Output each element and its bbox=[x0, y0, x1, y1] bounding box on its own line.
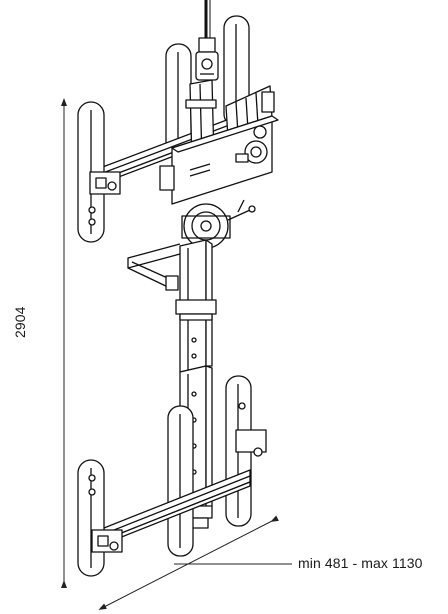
width-dimension-line bbox=[98, 515, 292, 610]
pad-upper-front-left bbox=[77, 101, 121, 243]
height-value-label: 2904 bbox=[12, 306, 28, 338]
pad-lower-front-left bbox=[77, 459, 123, 577]
control-box bbox=[159, 115, 279, 205]
hose bbox=[195, 0, 219, 81]
pad-lower-rear-left bbox=[167, 405, 194, 557]
pad-lower-rear-right bbox=[225, 375, 267, 527]
rotation-joint bbox=[181, 199, 256, 249]
width-range-label: min 481 - max 1130 bbox=[298, 555, 423, 571]
handle-bar bbox=[127, 243, 181, 291]
